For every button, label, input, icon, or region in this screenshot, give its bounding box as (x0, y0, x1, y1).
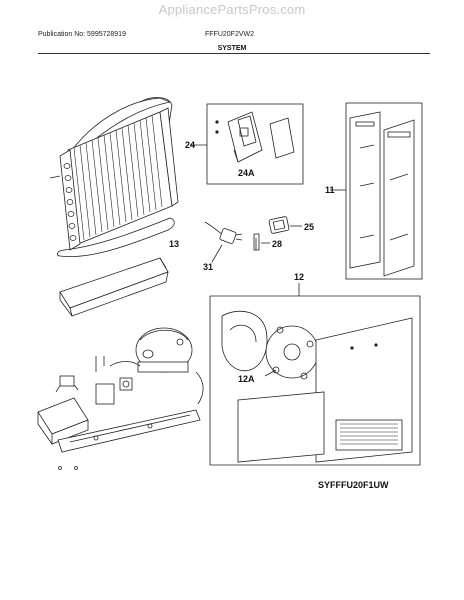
part-31-power-cord[interactable] (204, 221, 243, 244)
lower-access-cover[interactable] (237, 391, 325, 463)
diagram-code: SYFFFU20F1UW (318, 480, 389, 490)
part-24-housing[interactable] (227, 111, 263, 163)
part-28-plug[interactable] (253, 233, 260, 251)
callout-31: 31 (203, 262, 213, 272)
part-24-box (206, 103, 304, 185)
section-title: SYSTEM (217, 45, 247, 52)
part-11-box (345, 102, 423, 280)
callout-13: 13 (169, 239, 179, 249)
callout-12a: 12A (238, 374, 255, 384)
drain-pan[interactable] (59, 257, 169, 317)
callout-28: 28 (272, 239, 282, 249)
evaporator-coil[interactable] (49, 97, 179, 251)
part-11-panel-left[interactable] (349, 111, 381, 269)
model-number: FFFU20F2VW2 (205, 31, 255, 38)
callout-12: 12 (294, 272, 304, 282)
part-25-gasket[interactable] (268, 216, 290, 234)
publication-number: Publication No: 5995728919 (38, 31, 126, 38)
condenser-tubing[interactable] (95, 356, 204, 405)
callout-24a: 24A (238, 168, 255, 178)
compressor[interactable] (135, 327, 193, 373)
condenser-fan-shroud[interactable] (221, 310, 268, 372)
relay-overload[interactable] (95, 377, 133, 405)
part-11-panel-right[interactable] (383, 119, 415, 277)
back-panel[interactable] (315, 317, 413, 463)
header-rule (38, 53, 430, 54)
callout-24: 24 (185, 140, 195, 150)
drain-pan-lower[interactable] (37, 375, 89, 445)
callout-25: 25 (304, 222, 314, 232)
mounting-rail[interactable] (57, 409, 201, 470)
watermark: AppliancePartsPros.com (158, 2, 306, 17)
part-12-box (209, 295, 421, 466)
callout-11: 11 (325, 185, 335, 195)
drain-tube-loop[interactable] (57, 217, 175, 258)
part-24a-cover[interactable] (269, 117, 295, 159)
